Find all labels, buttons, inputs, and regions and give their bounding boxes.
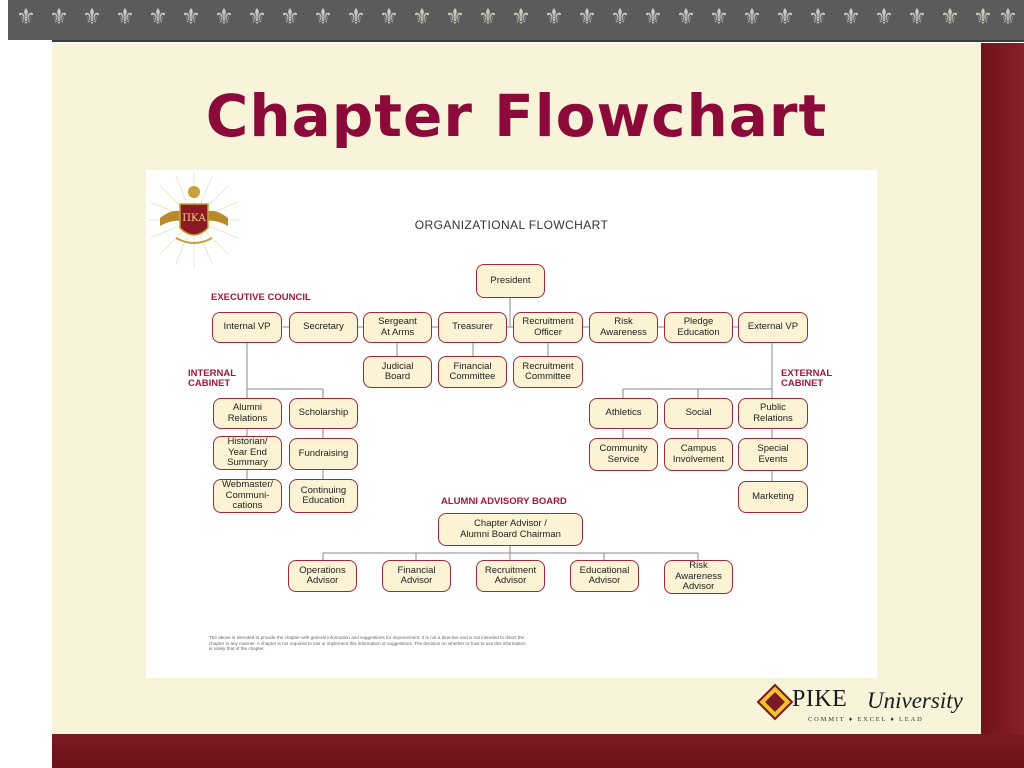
fleur-de-lis-icon: ⚜	[998, 5, 1018, 30]
external-vp-box: External VP	[738, 312, 808, 343]
internal-cabinet-label: INTERNAL CABINET	[188, 368, 237, 389]
fleur-de-lis-icon: ⚜	[544, 5, 564, 30]
fleur-de-lis-icon: ⚜	[511, 5, 531, 30]
flowchart-panel: ORGANIZATIONAL FLOWCHART ΠΚΑ EXECUTIVE C…	[146, 170, 877, 678]
treasurer-box: Treasurer	[438, 312, 507, 343]
fleur-de-lis-icon: ⚜	[973, 5, 993, 30]
fleur-de-lis-icon: ⚜	[214, 5, 234, 30]
fleur-de-lis-icon: ⚜	[181, 5, 201, 30]
educational-advisor-box: Educational Advisor	[570, 560, 639, 592]
fleur-de-lis-icon: ⚜	[643, 5, 663, 30]
financial-committee-box: Financial Committee	[438, 356, 507, 388]
fundraising-box: Fundraising	[289, 438, 358, 470]
fleur-de-lis-icon: ⚜	[445, 5, 465, 30]
fleur-de-lis-icon: ⚜	[115, 5, 135, 30]
external-cabinet-label: EXTERNAL CABINET	[781, 368, 833, 389]
internal-vp-box: Internal VP	[212, 312, 282, 343]
campus-involvement-box: Campus Involvement	[664, 438, 733, 471]
crest-letters: ΠΚΑ	[182, 213, 206, 224]
fleur-de-lis-icon: ⚜	[742, 5, 762, 30]
pike-university-logo: PIKE University COMMIT ♦ EXCEL ♦ LEAD	[756, 680, 973, 730]
social-box: Social	[664, 398, 733, 429]
fleur-de-lis-icon: ⚜	[16, 5, 36, 30]
special-events-box: Special Events	[738, 438, 808, 471]
fleur-de-lis-icon: ⚜	[49, 5, 69, 30]
fleur-de-lis-icon: ⚜	[808, 5, 828, 30]
marketing-box: Marketing	[738, 481, 808, 513]
fleur-de-lis-icon: ⚜	[709, 5, 729, 30]
fleur-de-lis-icon: ⚜	[841, 5, 861, 30]
fleur-de-lis-icon: ⚜	[907, 5, 927, 30]
alumni-board-label: ALUMNI ADVISORY BOARD	[441, 496, 567, 507]
executive-council-label: EXECUTIVE COUNCIL	[211, 292, 311, 303]
risk-awareness-advisor-box: Risk Awareness Advisor	[664, 560, 733, 594]
recruitment-advisor-box: Recruitment Advisor	[476, 560, 545, 592]
webmaster-box: Webmaster/ Communi- cations	[213, 479, 282, 513]
operations-advisor-box: Operations Advisor	[288, 560, 357, 592]
historian-box: Historian/ Year End Summary	[213, 436, 282, 470]
fleur-de-lis-icon: ⚜	[280, 5, 300, 30]
fleur-de-lis-icon: ⚜	[478, 5, 498, 30]
pledge-education-box: Pledge Education	[664, 312, 733, 343]
judicial-board-box: Judicial Board	[363, 356, 432, 388]
logo-pike-text: PIKE	[792, 686, 848, 712]
fleur-de-lis-icon: ⚜	[676, 5, 696, 30]
community-service-box: Community Service	[589, 438, 658, 471]
alumni-relations-box: Alumni Relations	[213, 398, 282, 429]
fleur-de-lis-icon: ⚜	[874, 5, 894, 30]
fleur-de-lis-icon: ⚜	[940, 5, 960, 30]
logo-tagline: COMMIT ♦ EXCEL ♦ LEAD	[808, 716, 924, 723]
disclaimer-text: The above is intended to provide the cha…	[209, 635, 526, 652]
continuing-education-box: Continuing Education	[289, 479, 358, 513]
risk-awareness-box: Risk Awareness	[589, 312, 658, 343]
financial-advisor-box: Financial Advisor	[382, 560, 451, 592]
fraternity-crest: ΠΚΑ	[148, 172, 240, 268]
left-margin	[0, 40, 52, 768]
public-relations-box: Public Relations	[738, 398, 808, 429]
fleur-de-lis-icon: ⚜	[82, 5, 102, 30]
fleur-de-lis-icon: ⚜	[610, 5, 630, 30]
chart-heading: ORGANIZATIONAL FLOWCHART	[414, 218, 609, 232]
logo-university-text: University	[867, 688, 963, 713]
fleur-de-lis-icon: ⚜	[148, 5, 168, 30]
fleur-de-lis-icon: ⚜	[313, 5, 333, 30]
fleur-de-lis-icon: ⚜	[379, 5, 399, 30]
athletics-box: Athletics	[589, 398, 658, 429]
recruitment-officer-box: Recruitment Officer	[513, 312, 583, 343]
fleur-de-lis-icon: ⚜	[775, 5, 795, 30]
president-box: President	[476, 264, 545, 298]
fleur-de-lis-icon: ⚜	[412, 5, 432, 30]
decorative-top-band: ⚜ ⚜ ⚜ ⚜ ⚜ ⚜ ⚜ ⚜ ⚜ ⚜ ⚜ ⚜ ⚜ ⚜ ⚜ ⚜ ⚜ ⚜ ⚜ ⚜ …	[8, 0, 1024, 42]
fleur-de-lis-icon: ⚜	[346, 5, 366, 30]
fleur-de-lis-icon: ⚜	[577, 5, 597, 30]
chapter-advisor-box: Chapter Advisor / Alumni Board Chairman	[438, 513, 583, 546]
recruitment-committee-box: Recruitment Committee	[513, 356, 583, 388]
fleur-de-lis-icon: ⚜	[247, 5, 267, 30]
secretary-box: Secretary	[289, 312, 358, 343]
bottom-accent-bar	[52, 734, 1024, 768]
right-accent-bar	[981, 43, 1024, 768]
sergeant-at-arms-box: Sergeant At Arms	[363, 312, 432, 343]
scholarship-box: Scholarship	[289, 398, 358, 429]
slide-title: Chapter Flowchart	[205, 82, 828, 150]
